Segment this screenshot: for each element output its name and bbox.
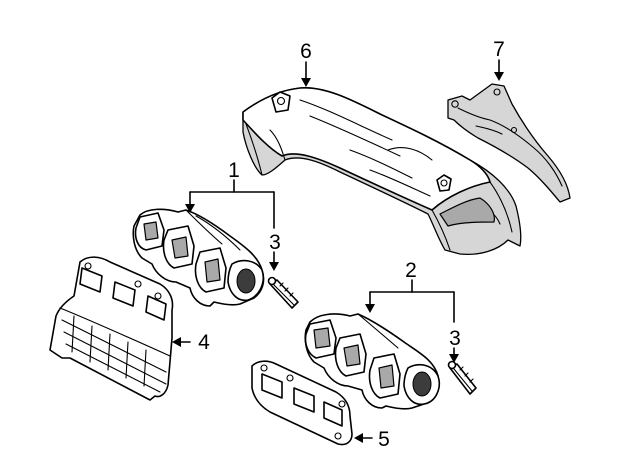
- exhaust-manifold-lower: [304, 313, 440, 410]
- callout-5: 5: [378, 428, 390, 451]
- callout-2: 2: [405, 259, 417, 282]
- callout-leaders: [172, 59, 504, 443]
- exhaust-manifold-upper: [132, 208, 265, 307]
- heat-shield-bracket: [447, 83, 571, 203]
- callout-1: 1: [228, 159, 240, 182]
- callout-3-lower: 3: [449, 327, 461, 350]
- callout-3-upper: 3: [269, 231, 281, 254]
- heat-shield-upper: [242, 87, 522, 256]
- stud-upper: [267, 276, 299, 309]
- manifold-gasket: [251, 360, 353, 446]
- callout-7: 7: [493, 38, 505, 61]
- manifold-heat-shield: [49, 256, 174, 401]
- stud-lower: [447, 360, 477, 395]
- callout-4: 4: [198, 331, 210, 354]
- callout-6: 6: [300, 40, 312, 63]
